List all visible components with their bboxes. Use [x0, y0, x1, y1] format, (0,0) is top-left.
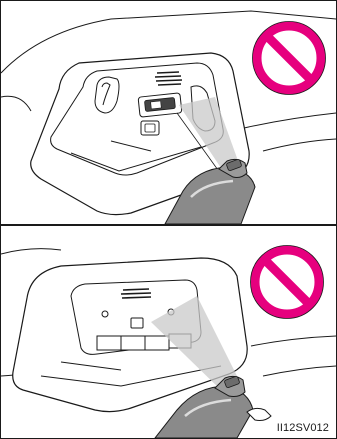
figure-code-label: II12SV012	[276, 422, 330, 434]
overhead-console-rear-view-illustration	[1, 226, 336, 438]
overhead-console-front-view-illustration	[1, 1, 336, 224]
bottom-illustration-panel	[1, 226, 336, 438]
console-sensor	[131, 318, 143, 328]
prohibition-icon	[253, 22, 326, 95]
top-illustration-panel	[1, 1, 336, 224]
prohibition-icon	[251, 246, 324, 319]
